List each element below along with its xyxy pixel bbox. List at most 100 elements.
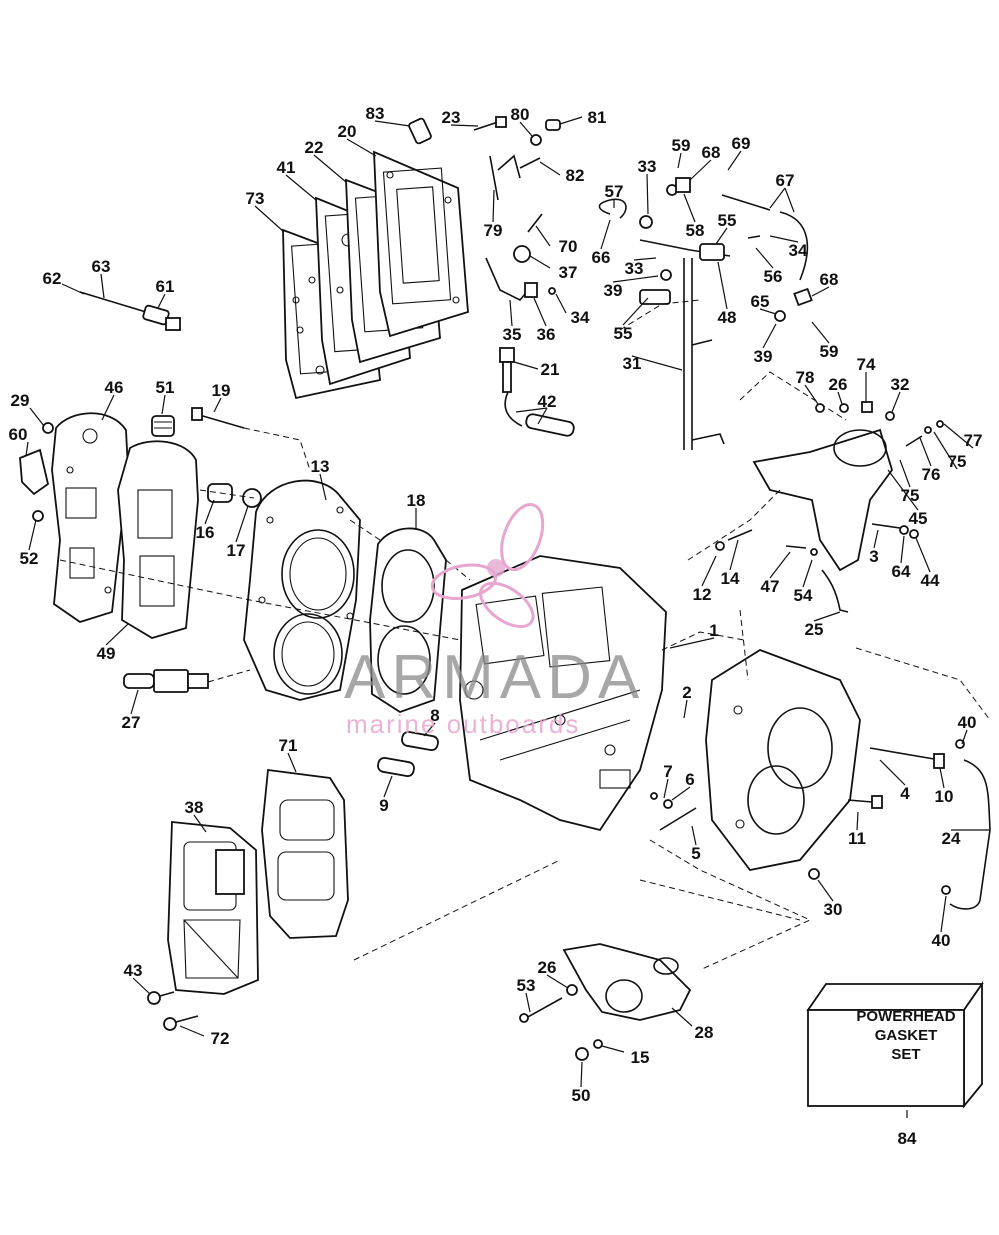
callout-72: 72 xyxy=(211,1029,230,1048)
callout-11: 11 xyxy=(848,829,866,848)
callout-43: 43 xyxy=(124,961,143,980)
callout-4: 4 xyxy=(900,784,910,803)
callout-47: 47 xyxy=(761,577,780,596)
callout-79: 79 xyxy=(484,221,503,240)
bypass-gasket-49 xyxy=(117,440,199,639)
callout-23: 23 xyxy=(442,108,461,127)
callout-31: 31 xyxy=(623,354,642,373)
callout-55: 55 xyxy=(614,324,633,343)
callout-84: 84 xyxy=(898,1129,917,1148)
assembly-lines xyxy=(59,299,991,971)
propeller-logo-icon xyxy=(430,503,545,628)
crankcase xyxy=(705,649,861,871)
callout-64: 64 xyxy=(892,562,911,581)
spring-51 xyxy=(151,415,175,437)
callout-49: 49 xyxy=(97,644,116,663)
callout-13: 13 xyxy=(311,457,330,476)
callout-48: 48 xyxy=(718,308,737,327)
callout-16: 16 xyxy=(196,523,215,542)
callout-14: 14 xyxy=(721,569,740,588)
callout-75: 75 xyxy=(948,452,967,471)
callout-68: 68 xyxy=(702,143,721,162)
callout-62: 62 xyxy=(43,269,62,288)
bypass-cover-46 xyxy=(51,412,129,623)
mount-bracket-45 xyxy=(715,401,944,613)
callout-25: 25 xyxy=(805,620,824,639)
hose-24 xyxy=(941,739,991,910)
clip-60 xyxy=(19,422,54,522)
cylinder-head-13 xyxy=(243,479,361,701)
callout-65: 65 xyxy=(751,292,770,311)
callout-70: 70 xyxy=(559,237,578,256)
callout-7: 7 xyxy=(663,762,672,781)
exhaust-cover-stack xyxy=(282,150,469,400)
callout-39: 39 xyxy=(604,281,623,300)
gasket-set-line3: SET xyxy=(891,1046,920,1063)
callout-32: 32 xyxy=(891,375,910,394)
callout-60: 60 xyxy=(9,425,28,444)
callout-83: 83 xyxy=(366,104,385,123)
callout-80: 80 xyxy=(511,105,530,124)
callout-22: 22 xyxy=(305,138,324,157)
callout-66: 66 xyxy=(592,248,611,267)
callout-57: 57 xyxy=(605,182,624,201)
callout-27: 27 xyxy=(122,713,141,732)
bolt-19 xyxy=(191,407,245,429)
callout-41: 41 xyxy=(277,158,296,177)
callout-39: 39 xyxy=(754,347,773,366)
callout-73: 73 xyxy=(246,189,265,208)
callout-59: 59 xyxy=(672,136,691,155)
callout-33: 33 xyxy=(638,157,657,176)
callout-51: 51 xyxy=(156,378,175,397)
callout-18: 18 xyxy=(407,491,426,510)
callout-71: 71 xyxy=(279,736,298,755)
callout-42: 42 xyxy=(538,392,557,411)
callout-67: 67 xyxy=(776,171,795,190)
head-gasket-18 xyxy=(369,527,447,713)
callout-2: 2 xyxy=(682,683,691,702)
callout-55: 55 xyxy=(718,211,737,230)
callout-61: 61 xyxy=(156,277,175,296)
exhaust-outer-cover-20 xyxy=(373,150,469,338)
callout-82: 82 xyxy=(566,166,585,185)
callout-68: 68 xyxy=(820,270,839,289)
callout-24: 24 xyxy=(942,829,961,848)
callout-46: 46 xyxy=(105,378,124,397)
callout-30: 30 xyxy=(824,900,843,919)
callout-5: 5 xyxy=(691,844,700,863)
callout-17: 17 xyxy=(227,541,246,560)
callout-28: 28 xyxy=(695,1023,714,1042)
watermark-brand: ARMADA xyxy=(344,643,645,712)
callout-20: 20 xyxy=(338,122,357,141)
callout-38: 38 xyxy=(185,798,204,817)
callout-26: 26 xyxy=(538,958,557,977)
fitting-21-hose-42 xyxy=(499,347,575,437)
callout-53: 53 xyxy=(517,976,536,995)
callout-12: 12 xyxy=(693,585,712,604)
spark-plug-27 xyxy=(123,669,209,693)
callout-74: 74 xyxy=(857,355,876,374)
callout-78: 78 xyxy=(796,368,815,387)
callout-26: 26 xyxy=(829,375,848,394)
leader-lines xyxy=(25,116,990,1118)
callout-50: 50 xyxy=(572,1086,591,1105)
gasket-set-box: POWERHEAD GASKET SET xyxy=(806,981,984,1109)
callout-3: 3 xyxy=(869,547,878,566)
callout-54: 54 xyxy=(794,586,813,605)
callout-21: 21 xyxy=(541,360,560,379)
watermark: ARMADA marine outboards xyxy=(344,503,645,739)
callout-37: 37 xyxy=(559,263,578,282)
callout-81: 81 xyxy=(588,108,607,127)
intake-gasket-71 xyxy=(261,768,349,939)
callout-59: 59 xyxy=(820,342,839,361)
spark-wire-61 xyxy=(79,291,181,331)
callout-36: 36 xyxy=(537,325,556,344)
callout-56: 56 xyxy=(764,267,783,286)
callout-19: 19 xyxy=(212,381,231,400)
callout-44: 44 xyxy=(921,571,940,590)
callout-33: 33 xyxy=(625,259,644,278)
callout-58: 58 xyxy=(686,221,705,240)
callout-34: 34 xyxy=(571,308,590,327)
